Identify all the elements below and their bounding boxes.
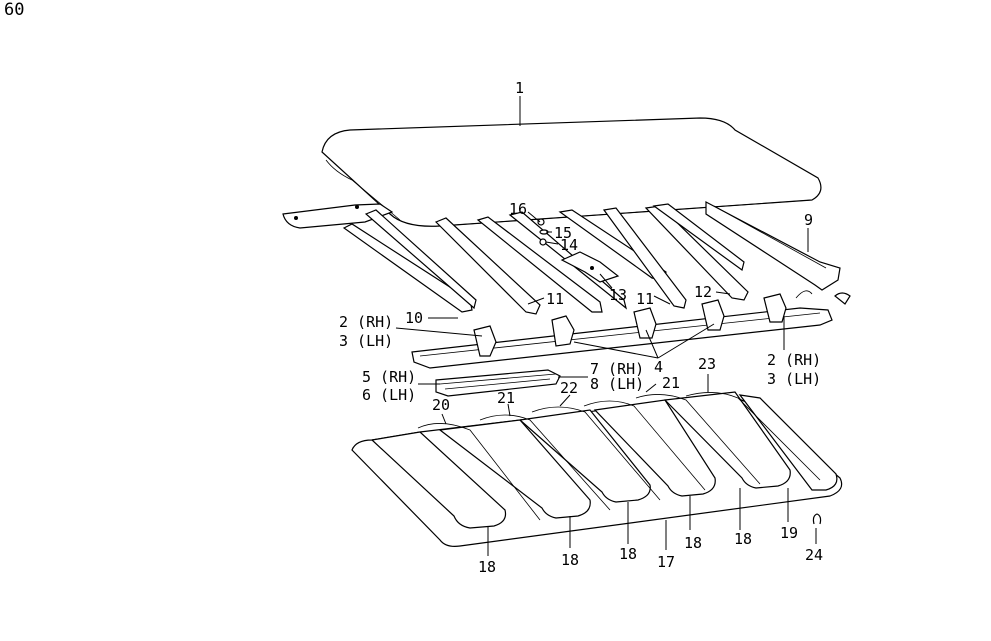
callout-3-lh-right: 3 (LH)	[767, 370, 821, 388]
small-fasteners	[537, 218, 549, 246]
callout-8-lh: 8 (LH)	[590, 375, 644, 393]
callout-22: 22	[560, 379, 578, 397]
callout-2-rh-right: 2 (RH)	[767, 351, 821, 369]
center-bracket	[560, 251, 620, 283]
page-number: 60	[4, 0, 25, 20]
callout-15: 15	[554, 224, 572, 242]
callout-14: 14	[560, 236, 578, 254]
callout-7-rh: 7 (RH)	[590, 360, 644, 378]
left-slide-bar	[282, 203, 394, 229]
callout-10: 10	[405, 309, 423, 327]
callout-12: 12	[694, 283, 712, 301]
headliner-panels	[351, 391, 843, 547]
small-clip	[812, 513, 822, 525]
callout-11: 11	[636, 290, 654, 308]
callout-13: 13	[609, 286, 627, 304]
roof-panel	[321, 117, 822, 227]
short-guide-bar	[435, 369, 561, 397]
callout-1: 1	[515, 79, 524, 97]
callout-2-rh-left: 2 (RH)	[339, 313, 393, 331]
callout-21: 21	[662, 374, 680, 392]
frame-clips	[473, 290, 813, 357]
callout-11: 11	[546, 290, 564, 308]
leader-lines	[395, 96, 817, 556]
callout-18: 18	[684, 534, 702, 552]
callout-6-lh: 6 (LH)	[362, 386, 416, 404]
callout-23: 23	[698, 355, 716, 373]
callout-18: 18	[734, 530, 752, 548]
roof-ribs	[342, 203, 749, 315]
callout-9: 9	[804, 211, 813, 229]
right-rail	[705, 201, 851, 305]
callout-17: 17	[657, 553, 675, 571]
callout-19: 19	[780, 524, 798, 542]
callout-18: 18	[561, 551, 579, 569]
callout-18: 18	[619, 545, 637, 563]
callout-18: 18	[478, 558, 496, 576]
callout-16: 16	[509, 200, 527, 218]
trim-strips	[417, 392, 821, 521]
callout-labels: 1 16 15 14 9 13 11 11 12 10 2 (RH) 3 (LH…	[339, 79, 823, 576]
callout-20: 20	[432, 396, 450, 414]
callout-5-rh: 5 (RH)	[362, 368, 416, 386]
callout-24: 24	[805, 546, 823, 564]
callout-4: 4	[654, 358, 663, 376]
callout-3-lh-left: 3 (LH)	[339, 332, 393, 350]
callout-21: 21	[497, 389, 515, 407]
